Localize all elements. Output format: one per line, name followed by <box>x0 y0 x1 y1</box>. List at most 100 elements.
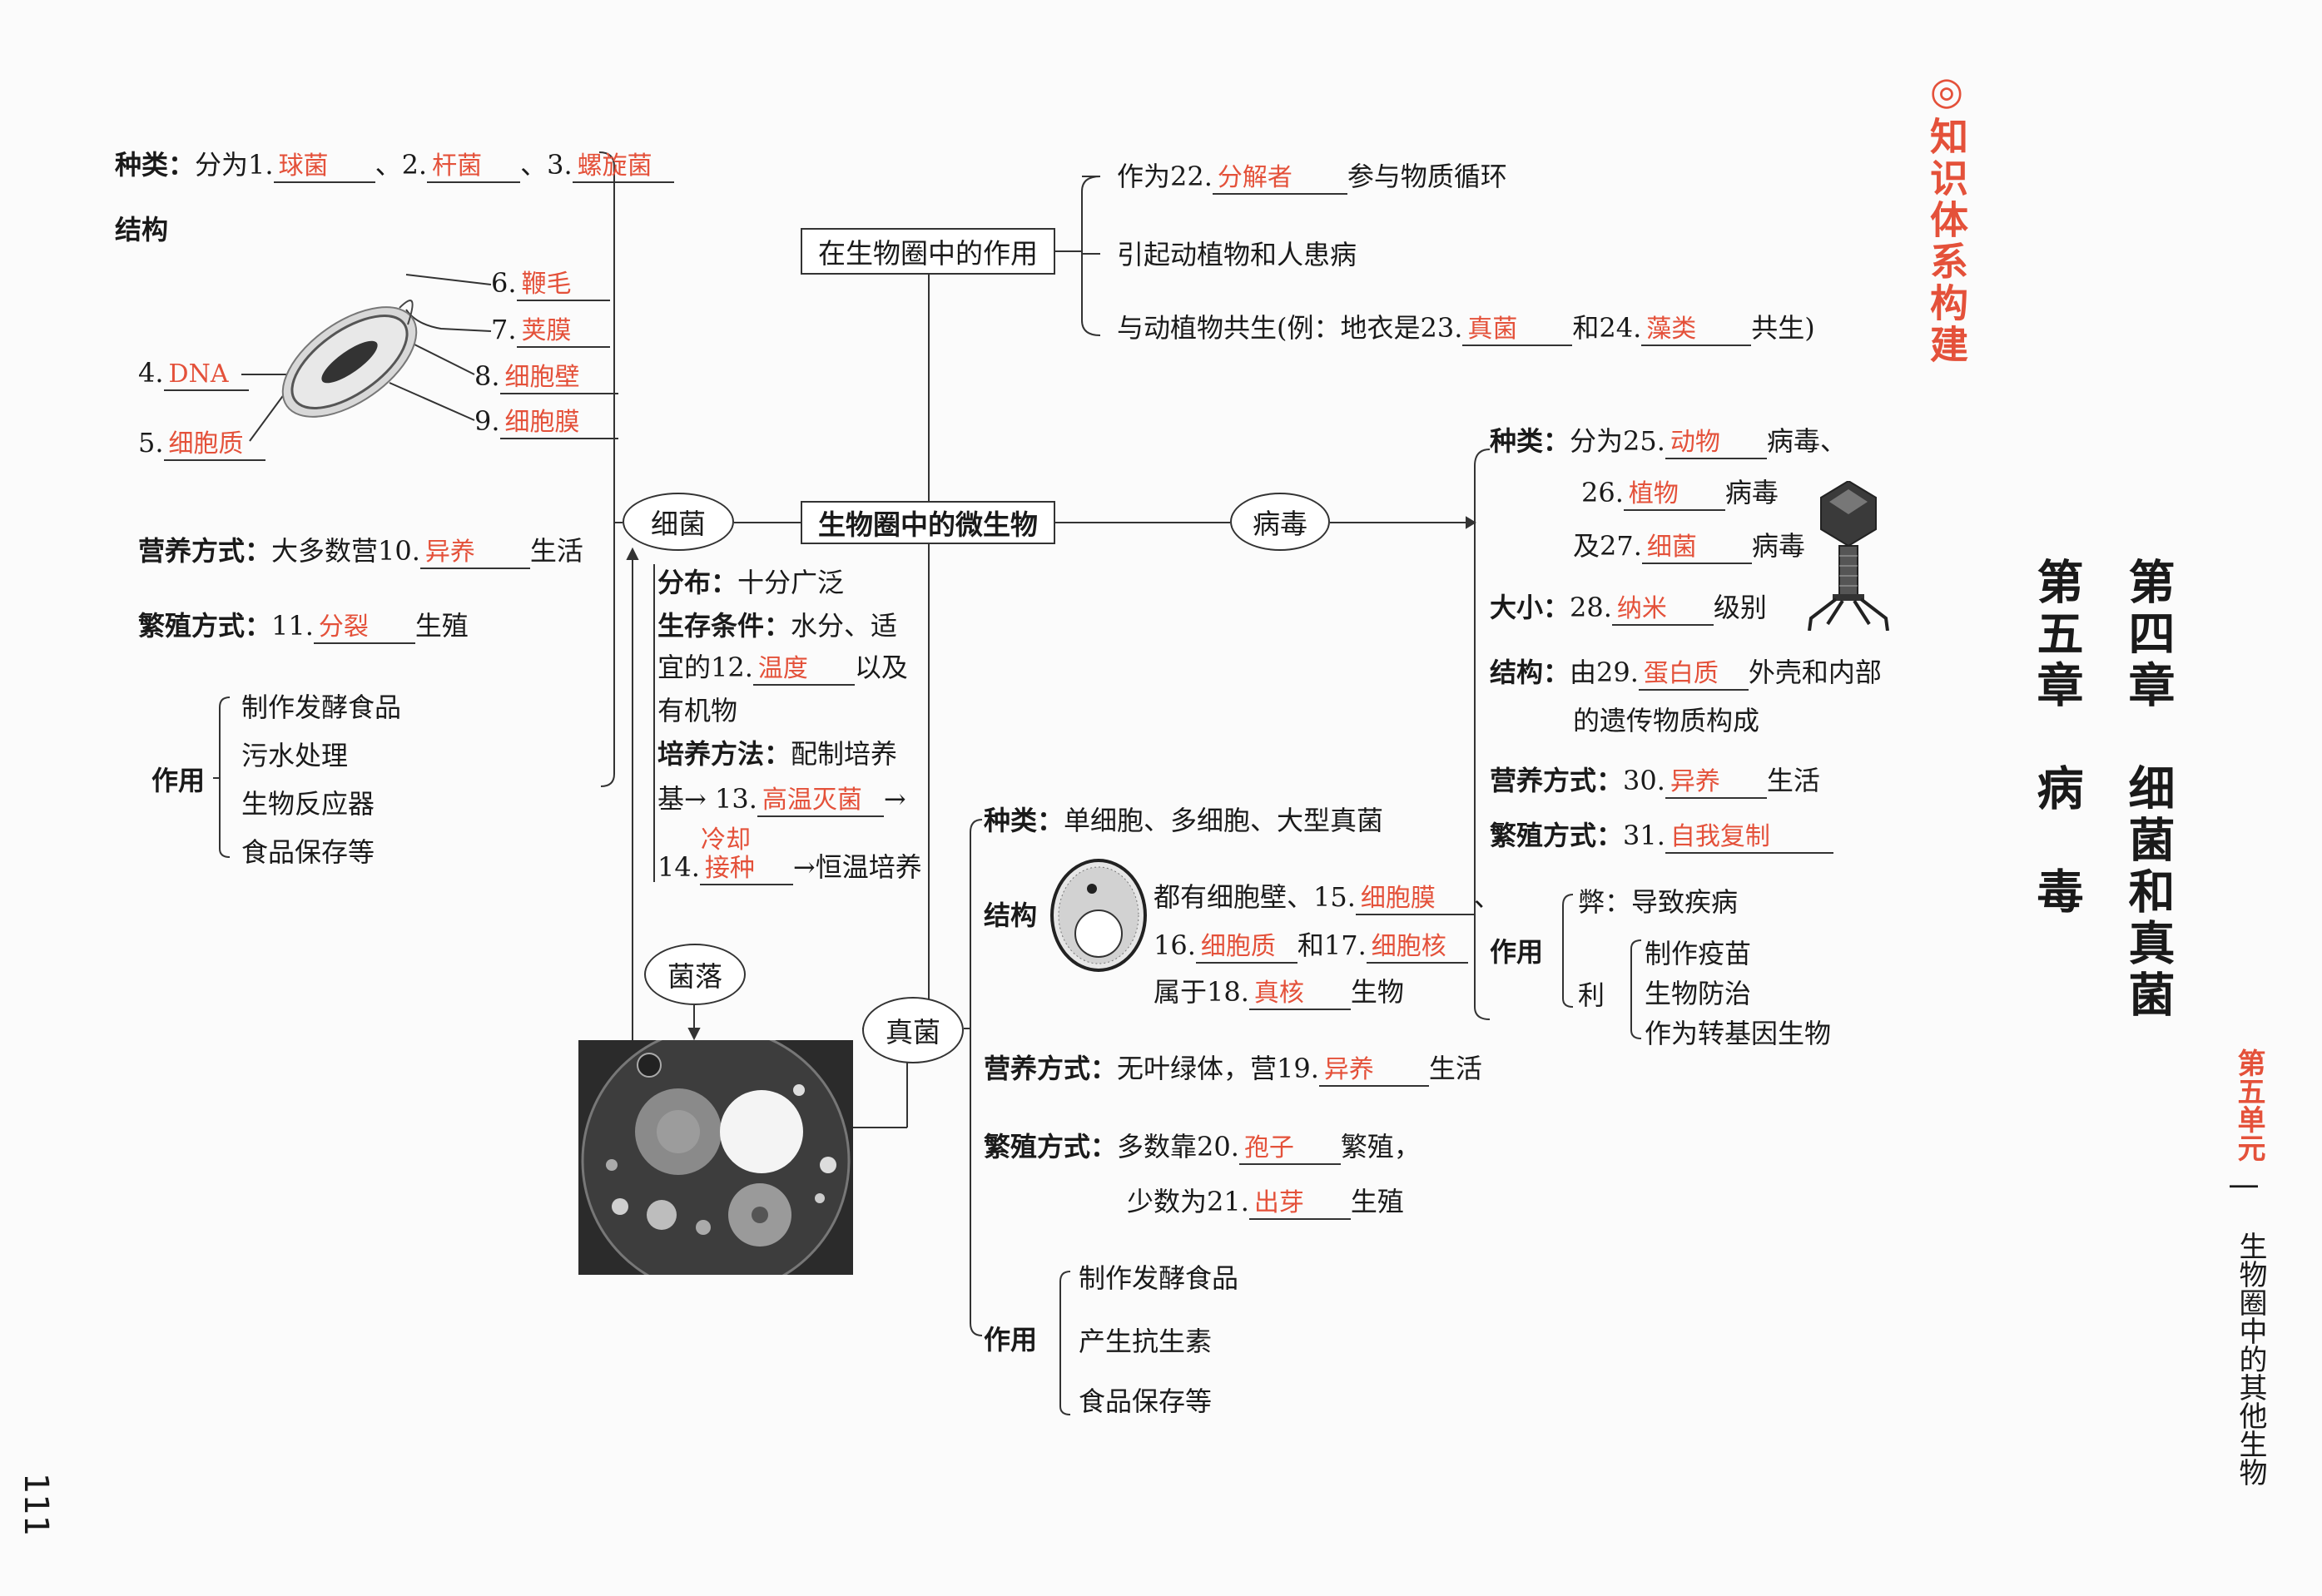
phage-illustration <box>1808 481 1889 631</box>
bacteria-use-label: 作用 <box>151 765 206 796</box>
answer-14: 接种 <box>704 854 755 883</box>
answer-30: 异养 <box>1670 767 1720 796</box>
unit-subtitle: 生物圈中的其他生物 <box>2234 1232 2267 1486</box>
answer-7: 荚膜 <box>521 316 572 345</box>
culture-conditions-2: 宜的12.温度以及 <box>657 651 908 686</box>
virus-benefit-0: 制作疫苗 <box>1645 938 1752 969</box>
virus-structure-2: 的遗传物质构成 <box>1573 705 1760 736</box>
fungi-structure-2: 16.细胞质和17.细胞核 <box>1154 929 1468 964</box>
bacteria-label-7: 7.荚膜 <box>491 313 610 348</box>
page-number: 111 <box>17 1473 55 1537</box>
bacteria-use-1: 污水处理 <box>241 740 349 771</box>
answer-5: 细胞质 <box>168 429 244 458</box>
chapter-4-title: 第四章 细菌和真菌 <box>2121 558 2175 1022</box>
colony-oval: 菌落 <box>644 944 746 1005</box>
bacteria-structure-label: 结构 <box>115 214 169 245</box>
answer-31: 自我复制 <box>1670 822 1770 851</box>
answer-3: 螺旋菌 <box>577 151 652 181</box>
answer-19: 异养 <box>1323 1055 1374 1084</box>
virus-benefit-2: 作为转基因生物 <box>1645 1018 1832 1049</box>
fungi-kinds: 种类：单细胞、多细胞、大型真菌 <box>984 805 1384 836</box>
fungi-use-2: 食品保存等 <box>1079 1385 1213 1417</box>
virus-nutrition: 营养方式：30.异养生活 <box>1490 764 1820 799</box>
bacteria-nutrition: 营养方式：大多数营10.异养生活 <box>138 534 583 569</box>
fungi-reproduction-2: 少数为21.出芽生殖 <box>1127 1185 1404 1220</box>
answer-9: 细胞膜 <box>504 408 580 437</box>
unit-separator: | <box>2229 1182 2262 1192</box>
fungi-use-0: 制作发酵食品 <box>1079 1262 1239 1294</box>
bacterium-diagram <box>281 300 418 418</box>
role-item-decomposer: 作为22.分解者参与物质循环 <box>1117 160 1507 195</box>
answer-8: 细胞壁 <box>504 363 580 392</box>
answer-18: 真核 <box>1253 979 1304 1008</box>
answer-22: 分解者 <box>1217 163 1292 192</box>
virus-harm: 弊：导致疾病 <box>1578 886 1739 918</box>
culture-method-2: 基→ 13.高温灭菌→ <box>657 782 906 817</box>
culture-conditions-1: 生存条件：水分、适 <box>657 610 898 642</box>
bacteria-label-8: 8.细胞壁 <box>474 359 618 394</box>
answer-24: 藻类 <box>1646 315 1697 344</box>
chapter-5-title: 第五章 病 毒 <box>2029 558 2083 919</box>
fungi-structure-label: 结构 <box>984 900 1038 931</box>
answer-15: 细胞膜 <box>1360 884 1436 913</box>
fungi-use-label: 作用 <box>984 1324 1038 1356</box>
virus-size: 大小：28.纳米级别 <box>1490 591 1767 626</box>
answer-10: 异养 <box>424 538 475 567</box>
virus-benefit-label: 利 <box>1578 979 1605 1011</box>
culture-method-1: 培养方法：配制培养 <box>657 738 898 770</box>
answer-26: 植物 <box>1628 479 1679 508</box>
unit-label: 第五单元 <box>2232 1048 2265 1162</box>
section-title: ◎知识体系构建 <box>1924 68 1969 366</box>
bacteria-label-4: 4.DNA <box>138 356 249 391</box>
role-box: 在生物圈中的作用 <box>801 228 1055 275</box>
bacteria-label-9: 9.细胞膜 <box>474 404 618 439</box>
fungi-nutrition: 营养方式：无叶绿体，营19.异养生活 <box>984 1052 1482 1087</box>
answer-cool: 冷却 <box>701 825 751 855</box>
answer-2: 杆菌 <box>432 151 483 181</box>
culture-conditions-3: 有机物 <box>657 695 738 726</box>
bacteria-label-5: 5.细胞质 <box>138 426 265 461</box>
answer-29: 蛋白质 <box>1643 659 1719 688</box>
bacteria-label-6: 6.鞭毛 <box>491 266 610 301</box>
fungi-reproduction: 繁殖方式：多数靠20.孢子繁殖， <box>984 1130 1421 1165</box>
virus-structure: 结构：由29.蛋白质外壳和内部 <box>1490 656 1882 691</box>
fungi-use-1: 产生抗生素 <box>1079 1326 1213 1357</box>
virus-oval: 病毒 <box>1230 493 1330 551</box>
answer-28: 纳米 <box>1616 594 1667 623</box>
answer-16: 细胞质 <box>1200 932 1276 961</box>
virus-kind-26: 26.植物病毒 <box>1581 476 1779 511</box>
answer-20: 孢子 <box>1243 1133 1294 1162</box>
answer-27: 细菌 <box>1646 533 1697 562</box>
virus-reproduction: 繁殖方式：31.自我复制 <box>1490 819 1833 854</box>
culture-cool: 冷却 <box>701 819 751 855</box>
answer-6: 鞭毛 <box>521 270 572 299</box>
answer-12: 温度 <box>757 654 808 683</box>
culture-method-3: 14.接种→恒温培养 <box>657 850 922 885</box>
virus-use-label: 作用 <box>1490 936 1544 968</box>
virus-benefit-1: 生物防治 <box>1645 978 1752 1009</box>
answer-23: 真菌 <box>1467 315 1518 344</box>
answer-17: 细胞核 <box>1371 932 1446 961</box>
virus-kind-27: 及27.细菌病毒 <box>1573 529 1805 564</box>
yeast-cell-diagram <box>1050 859 1147 972</box>
bacteria-kinds: 种类：分为1.球菌、2.杆菌、3.螺旋菌 <box>115 148 674 183</box>
role-item-symbiosis: 与动植物共生(例：地衣是23.真菌和24.藻类共生) <box>1117 311 1815 346</box>
answer-11: 分裂 <box>318 612 369 642</box>
answer-13: 高温灭菌 <box>762 786 862 815</box>
main-topic-box: 生物圈中的微生物 <box>801 501 1055 544</box>
petri-dish-image <box>578 1040 853 1275</box>
fungi-structure-1: 都有细胞壁、15.细胞膜、 <box>1154 880 1501 915</box>
bacteria-use-2: 生物反应器 <box>241 788 375 820</box>
culture-distribution: 分布：十分广泛 <box>657 567 845 598</box>
fungi-oval: 真菌 <box>862 997 964 1063</box>
answer-25: 动物 <box>1670 428 1720 457</box>
fungi-structure-3: 属于18.真核生物 <box>1154 975 1404 1010</box>
virus-kinds: 种类：分为25.动物病毒、 <box>1490 424 1847 459</box>
bacteria-use-3: 食品保存等 <box>241 836 375 868</box>
role-item-disease: 引起动植物和人患病 <box>1117 239 1357 270</box>
answer-21: 出芽 <box>1253 1188 1304 1217</box>
bacteria-reproduction: 繁殖方式：11.分裂生殖 <box>138 609 469 644</box>
answer-1: 球菌 <box>278 151 329 181</box>
answer-4: DNA <box>168 359 229 389</box>
bacteria-use-0: 制作发酵食品 <box>241 691 402 723</box>
